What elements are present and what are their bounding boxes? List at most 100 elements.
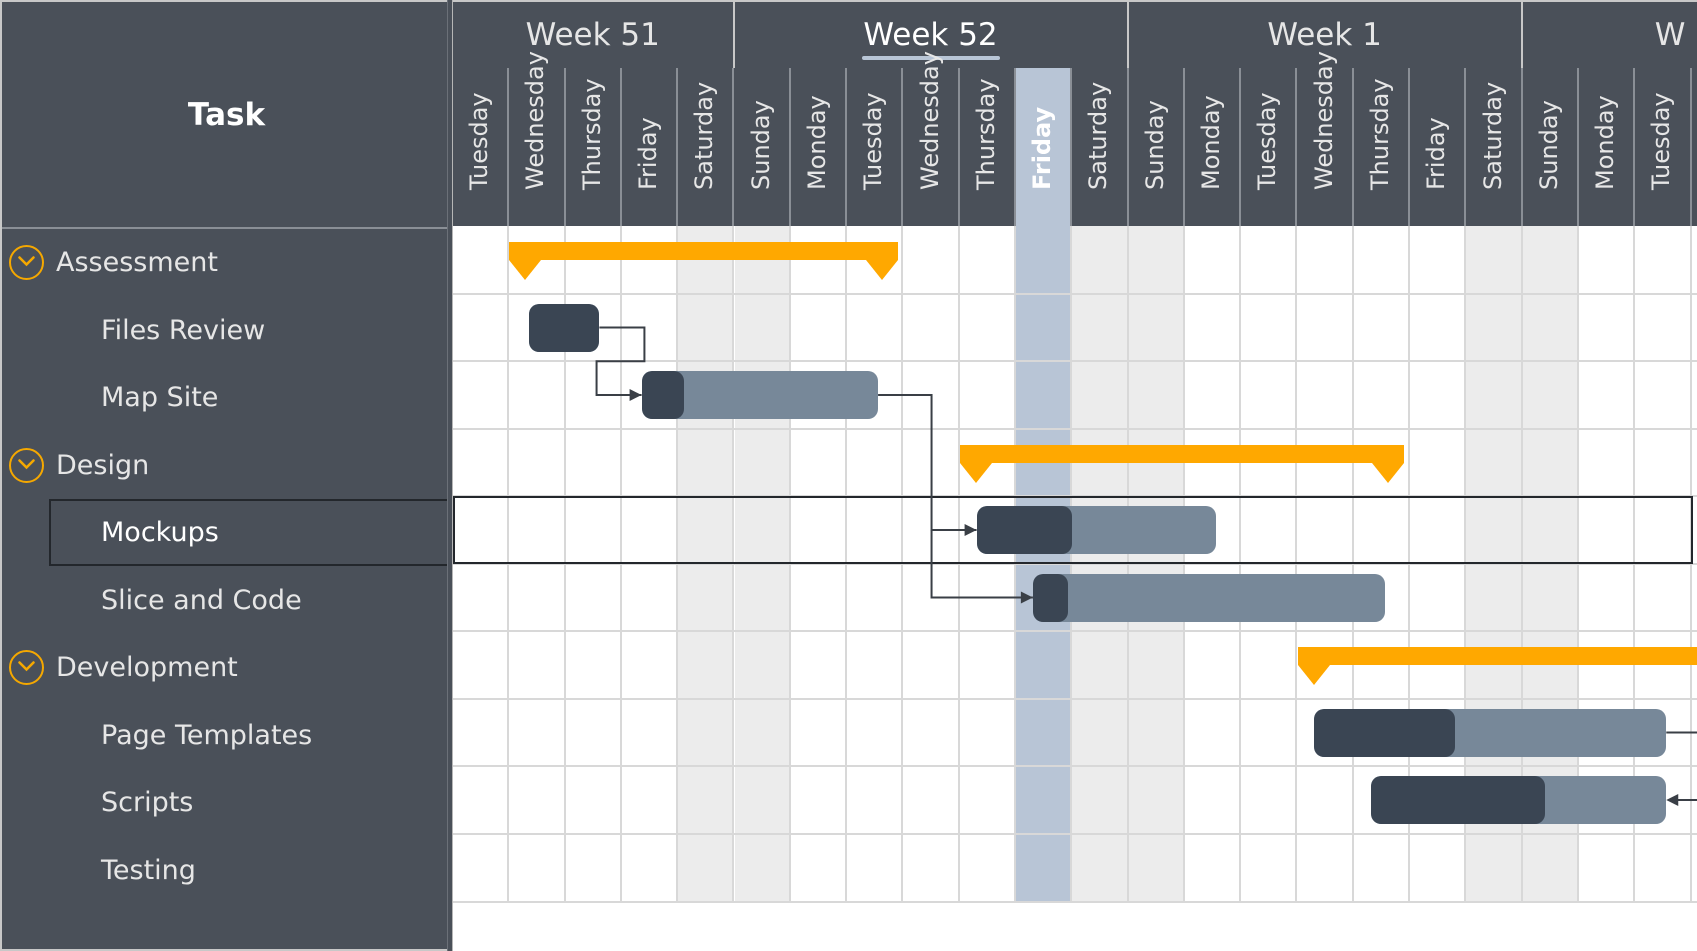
- summary-bar-assessment[interactable]: [509, 242, 898, 280]
- day-header-tuesday[interactable]: Tuesday: [847, 68, 904, 226]
- day-label: Tuesday: [859, 92, 888, 190]
- summary-end-marker: [865, 260, 898, 280]
- task-row-mockups[interactable]: Mockups: [2, 499, 451, 567]
- selected-row-highlight: [453, 496, 1693, 564]
- task-label: Mockups: [101, 517, 219, 549]
- link-files-review-map-site-arrow: [629, 389, 642, 401]
- week-label: Week 52: [863, 17, 998, 53]
- day-label: Saturday: [690, 81, 719, 190]
- day-label: Thursday: [577, 78, 606, 190]
- task-label: Design: [56, 449, 150, 481]
- day-header-wednesday[interactable]: Wednesday: [509, 51, 566, 226]
- summary-start-marker: [509, 260, 542, 280]
- task-row-files-review[interactable]: Files Review: [2, 297, 451, 365]
- task-row-page-templates[interactable]: Page Templates: [2, 702, 451, 770]
- row-divider: [453, 832, 1697, 835]
- task-progress: [1314, 708, 1456, 757]
- task-row-slice-and-code[interactable]: Slice and Code: [2, 567, 451, 635]
- task-label: Assessment: [56, 247, 218, 279]
- task-label: Page Templates: [101, 719, 313, 751]
- day-header-tuesday[interactable]: Tuesday: [1241, 68, 1298, 226]
- task-column-header[interactable]: Task: [2, 2, 451, 229]
- task-bar-map-site[interactable]: [641, 371, 879, 419]
- day-header-thursday[interactable]: Thursday: [566, 68, 622, 226]
- summary-bar-design[interactable]: [959, 444, 1405, 483]
- row-divider: [453, 765, 1697, 767]
- row-divider: [453, 292, 1697, 295]
- day-label: Wednesday: [915, 51, 944, 190]
- summary-start-marker: [959, 462, 992, 483]
- day-label: Wednesday: [521, 51, 550, 190]
- day-label: Friday: [1422, 117, 1451, 190]
- day-header-wednesday[interactable]: Wednesday: [1298, 51, 1354, 226]
- day-header-sunday[interactable]: Sunday: [1523, 68, 1579, 226]
- chevron-down-circle-icon[interactable]: [9, 245, 44, 281]
- day-header-tuesday[interactable]: Tuesday: [453, 68, 510, 226]
- day-header-saturday[interactable]: Saturday: [1466, 68, 1523, 226]
- week-label: Week 51: [525, 17, 660, 53]
- day-header-friday[interactable]: Friday: [1410, 68, 1467, 226]
- day-header-monday[interactable]: Monday: [1185, 68, 1242, 226]
- chevron-down-circle-icon[interactable]: [9, 447, 44, 483]
- day-header-thursday[interactable]: Thursday: [1354, 68, 1411, 226]
- day-header-thursday[interactable]: Thursday: [960, 68, 1016, 226]
- day-header-sunday[interactable]: Sunday: [735, 68, 791, 226]
- pane-splitter[interactable]: [447, 0, 453, 951]
- gantt-bars-layer: [453, 226, 1697, 901]
- task-row-map-site[interactable]: Map Site: [2, 364, 451, 432]
- day-label: Thursday: [971, 78, 1000, 190]
- day-header-friday[interactable]: Friday: [1016, 68, 1073, 226]
- task-row-design[interactable]: Design: [2, 432, 451, 500]
- task-row-assessment[interactable]: Assessment: [2, 229, 451, 297]
- task-row-development[interactable]: Development: [2, 634, 451, 702]
- day-header-tuesday[interactable]: Tuesday: [1635, 68, 1692, 226]
- task-column-title: Task: [187, 96, 266, 133]
- day-header-wednesday[interactable]: Wednesday: [903, 51, 960, 226]
- timeline-grid: [453, 226, 1697, 901]
- day-label: Friday: [1028, 106, 1057, 190]
- chevron-down-circle-icon[interactable]: [9, 650, 44, 686]
- task-bar-mockups[interactable]: [976, 506, 1216, 554]
- task-bar-slice-and-code[interactable]: [1032, 573, 1385, 622]
- link-files-review-map-site[interactable]: [595, 326, 646, 396]
- day-header-saturday[interactable]: Saturday: [678, 68, 735, 226]
- link-map-site-slice-and-code[interactable]: [930, 530, 1033, 599]
- week-header-week-51[interactable]: Week 51: [453, 2, 735, 70]
- task-label: Development: [56, 652, 238, 684]
- task-label: Scripts: [101, 787, 194, 819]
- day-label: Sunday: [1140, 100, 1169, 190]
- task-label: Slice and Code: [101, 584, 302, 616]
- task-bar-scripts[interactable]: [1370, 776, 1667, 824]
- week-header-w[interactable]: W: [1522, 2, 1697, 70]
- task-row-scripts[interactable]: Scripts: [2, 769, 451, 837]
- day-header-saturday[interactable]: Saturday: [1072, 68, 1129, 226]
- day-header-monday[interactable]: Monday: [791, 68, 848, 226]
- task-progress: [1370, 776, 1546, 824]
- link-map-site-slice-and-code-arrow: [1020, 591, 1033, 604]
- dependency-links: [595, 326, 1697, 806]
- day-header-sunday[interactable]: Sunday: [1129, 68, 1185, 226]
- week-label: W: [1654, 17, 1686, 53]
- task-row-testing[interactable]: Testing: [2, 837, 451, 905]
- day-header-friday[interactable]: Friday: [622, 68, 679, 226]
- summary-bar-development[interactable]: [1297, 647, 1697, 685]
- day-label: Sunday: [746, 100, 775, 190]
- link-into-scripts-arrow: [1666, 794, 1679, 806]
- summary-end-marker: [1372, 462, 1405, 483]
- week-label: Week 1: [1267, 17, 1382, 53]
- task-label: Files Review: [101, 314, 266, 346]
- task-progress: [976, 506, 1073, 554]
- day-label: Friday: [634, 117, 663, 190]
- row-divider: [453, 360, 1697, 362]
- link-map-site-mockups[interactable]: [878, 394, 977, 531]
- row-divider: [453, 630, 1697, 632]
- task-label: Map Site: [101, 382, 219, 414]
- week-header-row: Week 51 Week 52 Week 1 W: [453, 0, 1697, 70]
- task-bar-page-templates[interactable]: [1314, 708, 1667, 757]
- day-label: Tuesday: [465, 92, 494, 190]
- task-bar-files-review[interactable]: [529, 303, 600, 352]
- day-header-monday[interactable]: Monday: [1579, 68, 1636, 226]
